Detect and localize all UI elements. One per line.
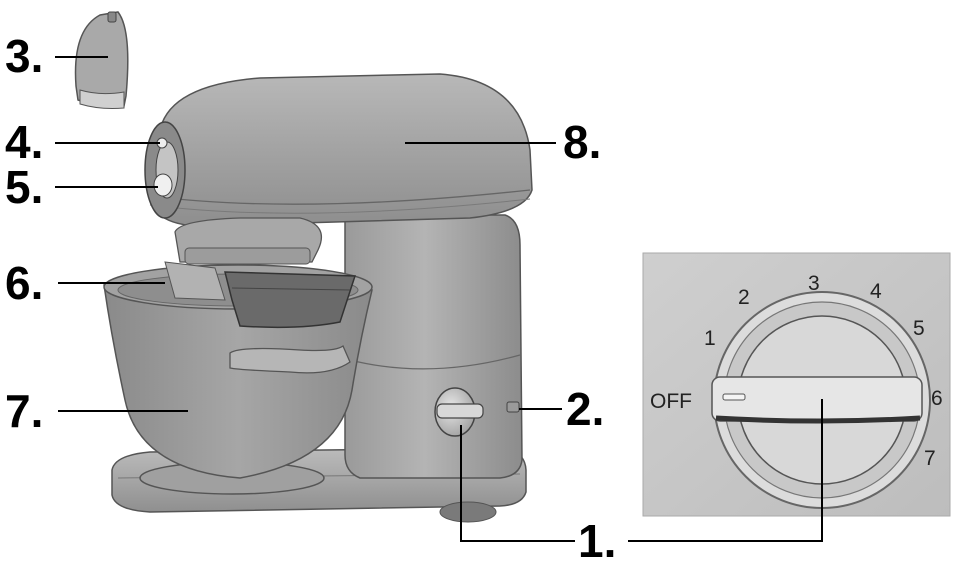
callout-4: 4. xyxy=(5,116,43,168)
dial-label-5: 5 xyxy=(913,317,925,340)
mixer-body-pillar xyxy=(344,214,523,479)
dial-label-2: 2 xyxy=(738,286,750,309)
leader-1 xyxy=(460,425,575,542)
callout-8: 8. xyxy=(563,116,601,168)
dial-label-7: 7 xyxy=(924,447,936,470)
callout-3: 3. xyxy=(5,30,43,82)
attachment-cover xyxy=(74,11,129,109)
speed-knob xyxy=(434,387,484,437)
pouring-chute xyxy=(224,271,357,329)
mixer-head xyxy=(147,73,533,227)
leader-lines xyxy=(55,56,823,542)
callout-1: 1. xyxy=(578,515,616,566)
dial-label-off: OFF xyxy=(650,390,692,413)
callout-2: 2. xyxy=(566,383,604,435)
callout-labels: 3. 4. 5. 6. 7. 8. 2. 1. xyxy=(5,30,616,566)
leader-1-dial xyxy=(628,399,823,542)
dial-label-1: 1 xyxy=(704,327,716,350)
callout-7: 7. xyxy=(5,385,43,437)
bowl-handle xyxy=(229,344,351,374)
stand-mixer-illustration xyxy=(74,11,533,523)
dial-pointer xyxy=(722,393,746,401)
dial-label-3: 3 xyxy=(808,272,820,295)
speed-dial-inset: OFF 1 2 3 4 5 6 7 xyxy=(642,252,951,517)
attachment-socket xyxy=(144,121,186,219)
splash-guard xyxy=(164,261,226,301)
callout-6: 6. xyxy=(5,257,43,309)
dial-label-4: 4 xyxy=(870,280,882,303)
callout-5: 5. xyxy=(5,161,43,213)
dial-label-6: 6 xyxy=(931,387,943,410)
release-lever xyxy=(506,401,520,413)
